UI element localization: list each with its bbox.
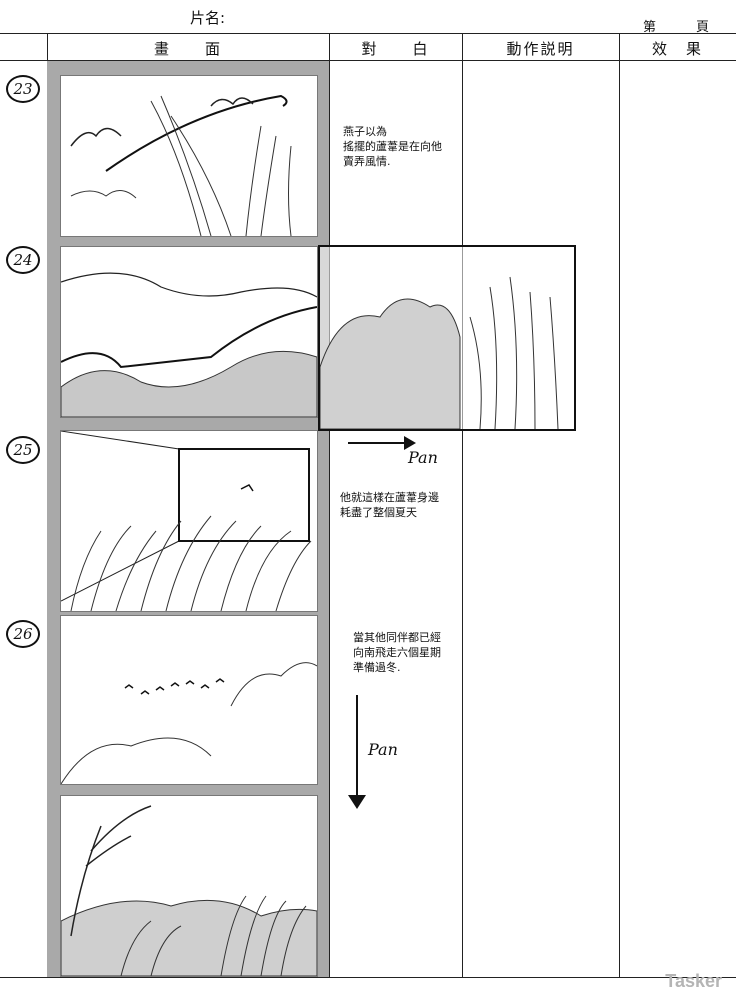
panel-25 (60, 430, 318, 612)
col-header-effect: 效 果 (651, 40, 703, 58)
reed-field-sketch (61, 431, 312, 611)
col-divider-2 (329, 33, 330, 977)
dialogue-25: 他就這樣在蘆葦身邊 耗盡了整個夏天 (340, 491, 439, 519)
panel-26b (60, 795, 318, 977)
panel-26a (60, 615, 318, 785)
pan-arrow-1 (348, 442, 408, 444)
swallow-reed-sketch (70, 94, 292, 236)
autumn-hill-sketch (61, 805, 317, 976)
shot-number-24: 24 (6, 246, 40, 274)
pan-label-1: Pan (408, 448, 438, 467)
pan-label-2: Pan (368, 740, 398, 759)
col-header-picture: 畫 面 (153, 40, 222, 58)
col-divider-4 (619, 33, 620, 977)
shot-number-25: 25 (6, 436, 40, 464)
shot-number-26: 26 (6, 620, 40, 648)
col-header-action: 動作説明 (506, 40, 575, 58)
watermark: Tasker (665, 971, 722, 991)
dialogue-26: 當其他同伴都已經 向南飛走六個星期 準備過冬. (353, 631, 441, 674)
pan-arrowhead-2 (348, 795, 366, 809)
panel-23 (60, 75, 318, 237)
landscape-sketch (61, 272, 317, 417)
flying-birds-sketch (61, 662, 317, 784)
header-line-top (0, 33, 736, 34)
footer-line (0, 977, 736, 978)
pan-frame-24 (318, 245, 576, 431)
pan-arrow-2 (356, 695, 358, 795)
panel-24 (60, 246, 318, 418)
header-line-bottom (0, 60, 736, 61)
header-title: 片名: (190, 9, 226, 27)
col-header-dialogue: 對 白 (361, 40, 430, 58)
shot-number-23: 23 (6, 75, 40, 103)
page-prefix: 第 (643, 20, 657, 35)
tree-reed-sketch (319, 276, 559, 430)
col-divider-3 (462, 33, 463, 977)
pan-arrowhead-1 (404, 436, 416, 450)
page-suffix: 頁 (696, 20, 710, 35)
dialogue-23: 燕子以為 搖擺的蘆葦是在向他 賣弄風情. (343, 125, 442, 168)
